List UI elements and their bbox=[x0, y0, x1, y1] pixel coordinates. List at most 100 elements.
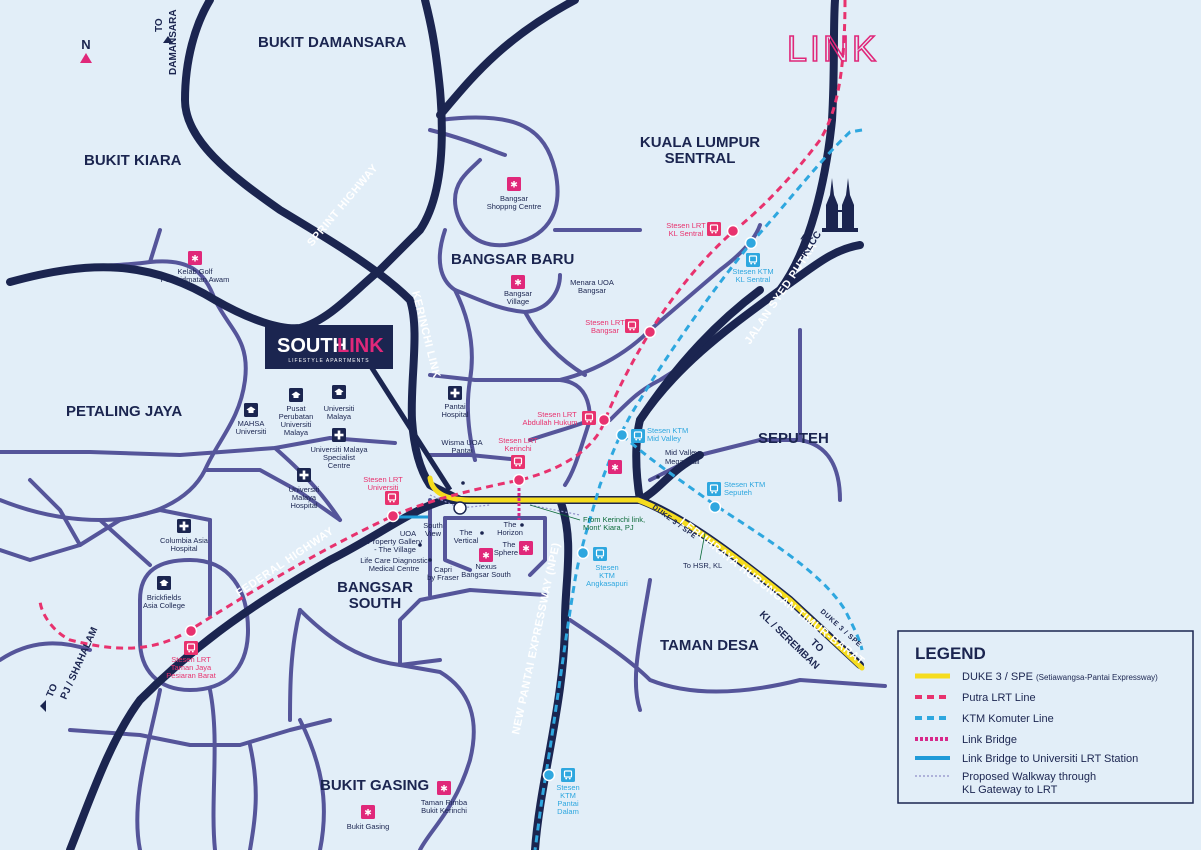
ktm-pantai-dalam-line1: Stesen bbox=[556, 783, 579, 792]
direction-damansara-to: TO bbox=[154, 18, 165, 32]
poi-taman-rimba-icon bbox=[437, 781, 451, 795]
area-kl-sentral-line1: KUALA LUMPUR bbox=[640, 134, 760, 151]
local-roads bbox=[0, 115, 887, 850]
legend-box bbox=[897, 630, 1194, 804]
poi-um-hospital-line1: Universiti bbox=[289, 485, 320, 494]
lrt-kl-sentral-line1: Stesen LRT bbox=[666, 221, 706, 230]
poi-south-view-line1: South bbox=[423, 521, 443, 530]
poi-pantai-line2: Hospital bbox=[441, 410, 468, 419]
ktm-pantai-dalam-line3: Pantai bbox=[557, 799, 579, 808]
lrt-universiti-line2: Universiti bbox=[368, 483, 399, 492]
poi-ummc-line2: Specialist bbox=[323, 453, 356, 462]
poi-ummc-line1: Universiti Malaya bbox=[310, 445, 368, 454]
poi-capri-line1: Capri bbox=[434, 565, 452, 574]
ktm-seputeh-line2: Seputeh bbox=[724, 488, 752, 497]
ktm-pantai-dalam-icon bbox=[560, 767, 576, 783]
ktm-angkasapuri-icon bbox=[592, 546, 608, 562]
poi-nexus-line2: Bangsar South bbox=[461, 570, 511, 579]
compass: N bbox=[80, 37, 92, 63]
poi-columbia-line1: Columbia Asia bbox=[160, 536, 209, 545]
compass-letter: N bbox=[81, 37, 90, 52]
arrow-up-icon bbox=[163, 36, 173, 43]
note-to-hsr: To HSR, KL bbox=[683, 561, 722, 570]
poi-kelab-golf-icon bbox=[188, 251, 202, 265]
poi-sphere-line1: The bbox=[503, 540, 516, 549]
poi-horizon-line1: The bbox=[504, 520, 517, 529]
poi-universiti-malaya-icon bbox=[332, 385, 346, 399]
legend: LEGEND DUKE 3 / SPE (Setiawangsa-Pantai … bbox=[897, 630, 1194, 804]
poi-uoa-gallery-line3: - The Village bbox=[374, 545, 416, 554]
legend-item-duke-note: (Setiawangsa-Pantai Expressway) bbox=[1036, 673, 1158, 682]
lrt-universiti-icon bbox=[384, 490, 400, 506]
to-hsr-leader bbox=[699, 532, 706, 561]
poi-mid-valley-icon bbox=[608, 460, 622, 474]
mid-valley-dot bbox=[656, 475, 660, 479]
vertical-dot bbox=[480, 531, 484, 535]
lrt-station-dots bbox=[184, 224, 740, 638]
poi-pusat-line4: Malaya bbox=[284, 428, 309, 437]
lrt-kl-sentral-line2: KL Sentral bbox=[669, 229, 704, 238]
poi-south-view-line2: View bbox=[425, 529, 442, 538]
poi-pusat-perubatan-icon bbox=[289, 388, 303, 402]
area-seputeh: SEPUTEH bbox=[758, 430, 829, 447]
poi-brickfields-icon bbox=[157, 576, 171, 590]
poi-vertical-line1: The bbox=[460, 528, 473, 537]
poi-kelab-golf-line2: Perkhidmatan Awam bbox=[161, 275, 230, 284]
poi-horizon-line2: Horizon bbox=[497, 528, 523, 537]
poi-um-line1: Universiti bbox=[324, 404, 355, 413]
southlink-logo: SOUTH LINK LIFESTYLE APARTMENTS bbox=[265, 325, 453, 492]
ktm-pantai-dalam-line4: Dalam bbox=[557, 807, 579, 816]
poi-lifecare-line1: Life Care Diagnostic bbox=[360, 556, 428, 565]
ktm-seputeh-icon bbox=[706, 481, 722, 497]
poi-pantai-hospital-icon bbox=[448, 386, 462, 400]
poi-um-hospital-line3: Hospital bbox=[290, 501, 317, 510]
wisma-uoa-dot bbox=[461, 481, 465, 485]
poi-wisma-uoa-line1: Wisma UOA bbox=[441, 438, 482, 447]
poi-nexus-icon bbox=[479, 548, 493, 562]
horizon-dot bbox=[520, 523, 524, 527]
north-arrow-icon bbox=[80, 53, 92, 63]
lrt-kerinchi-line1: Stesen LRT bbox=[498, 436, 538, 445]
poi-columbia-line2: Hospital bbox=[170, 544, 197, 553]
poi-mahsa-icon bbox=[244, 403, 258, 417]
area-bangsar-baru: BANGSAR BARU bbox=[451, 251, 574, 268]
poi-mahsa-line2: Universiti bbox=[236, 427, 267, 436]
legend-item-link-bridge-universiti: Link Bridge to Universiti LRT Station bbox=[962, 753, 1138, 765]
lrt-taman-jaya-icon bbox=[183, 640, 199, 656]
poi-menara-uoa-line2: Bangsar bbox=[578, 286, 606, 295]
poi-bukit-gasing-label: Bukit Gasing bbox=[347, 822, 390, 831]
southlink-tagline: LIFESTYLE APARTMENTS bbox=[288, 358, 369, 364]
lrt-kerinchi-line2: Kerinchi bbox=[504, 444, 531, 453]
ktm-seputeh-line1: Stesen KTM bbox=[724, 480, 765, 489]
ktm-kl-sentral-line2: KL Sentral bbox=[736, 275, 771, 284]
direction-to-damansara: TO DAMANSARA bbox=[154, 9, 179, 75]
poi-pantai-line1: Pantai bbox=[444, 402, 466, 411]
southlink-logo-south: SOUTH bbox=[277, 335, 347, 357]
poi-mid-valley-line1: Mid Valley bbox=[665, 448, 699, 457]
poi-um-line2: Malaya bbox=[327, 412, 352, 421]
poi-columbia-asia-icon bbox=[177, 519, 191, 533]
poi-wisma-uoa-line2: Pantai bbox=[451, 446, 473, 455]
uoa-gallery-dot bbox=[418, 543, 422, 547]
poi-taman-rimba-line1: Taman Rimba bbox=[421, 798, 468, 807]
poi-pusat-line3: Universiti bbox=[281, 420, 312, 429]
poi-um-hospital-icon bbox=[297, 468, 311, 482]
ktm-pantai-dalam-line2: KTM bbox=[560, 791, 576, 800]
poi-brickfields-line1: Brickfields bbox=[147, 593, 181, 602]
note-from-kerinchi-line2: Mont' Kiara, PJ bbox=[583, 523, 634, 532]
ktm-angkasapuri-line3: Angkasapuri bbox=[586, 579, 628, 588]
legend-title: LEGEND bbox=[915, 644, 986, 663]
ktm-angkasapuri-line2: KTM bbox=[599, 571, 615, 580]
poi-bangsar-shopping-line2: Shoppng Centre bbox=[487, 202, 542, 211]
poi-kelab-golf-line1: Kelab Golf bbox=[177, 267, 213, 276]
poi-bangsar-shopping-line1: Bangsar bbox=[500, 194, 528, 203]
poi-uoa-gallery-line2: Property Gallery bbox=[368, 537, 422, 546]
poi-bangsar-village-icon bbox=[511, 275, 525, 289]
ktm-kl-sentral-icon bbox=[745, 252, 761, 268]
link-logo: LINK bbox=[787, 28, 879, 69]
duke-spe-route bbox=[427, 475, 865, 671]
area-bangsar-south-line1: BANGSAR bbox=[337, 579, 413, 596]
lrt-taman-jaya-line2: Taman Jaya bbox=[171, 663, 212, 672]
poi-um-hospital-line2: Malaya bbox=[292, 493, 317, 502]
south-link-site-marker bbox=[453, 501, 467, 515]
